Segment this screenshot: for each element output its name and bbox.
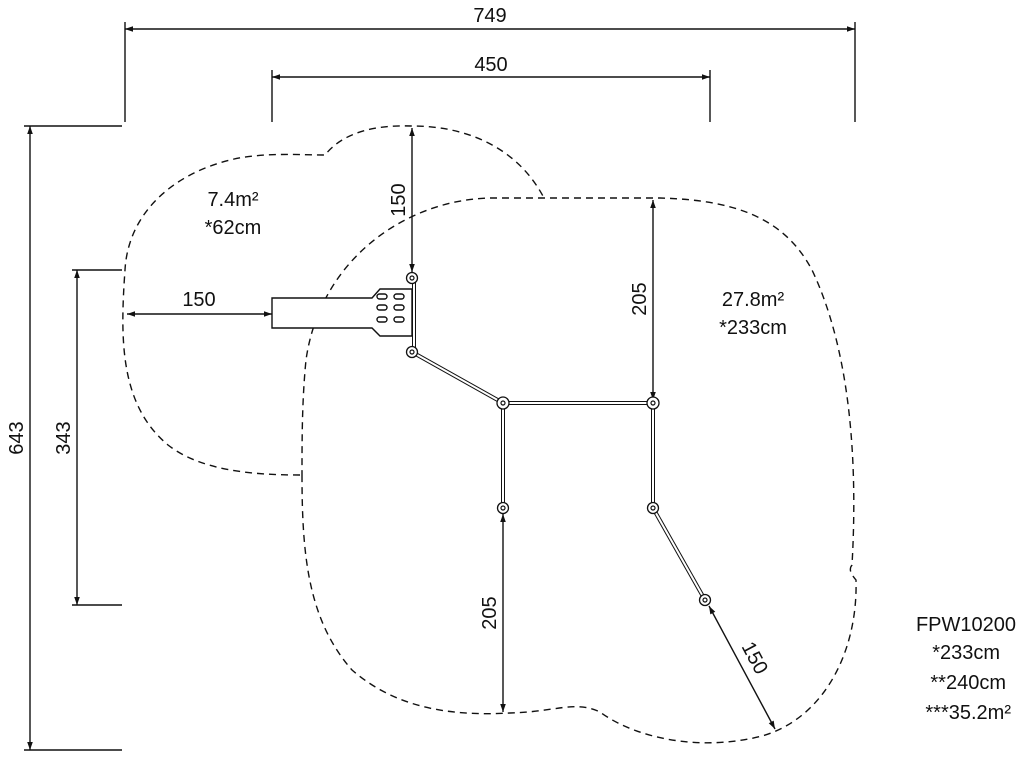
dimension-diagonal-depth: 150 (708, 605, 776, 730)
large-zone-height: *233cm (719, 317, 787, 339)
diagonal-depth-label: 150 (737, 638, 772, 678)
dimension-top-zone-depth: 150 (388, 128, 415, 272)
top-zone-depth-label: 150 (388, 183, 410, 216)
large-zone-area: 27.8m² (722, 289, 785, 311)
beam-segment (411, 350, 504, 405)
post (496, 501, 510, 515)
right-upper-depth-label: 205 (629, 282, 651, 315)
overall-width-label: 749 (473, 5, 506, 27)
overall-height-label: 643 (6, 421, 28, 454)
bottom-depth-label: 205 (479, 596, 501, 629)
equipment-posts (405, 271, 712, 607)
post (698, 593, 712, 607)
small-zone-area: 7.4m² (207, 189, 258, 211)
product-height-2: **240cm (930, 672, 1006, 694)
safety-zone-large (301, 197, 857, 744)
small-zone-label: 7.4m² *62cm (205, 189, 262, 239)
small-zone-height: *62cm (205, 217, 262, 239)
left-zone-depth-label: 150 (182, 289, 215, 311)
left-height-label: 343 (53, 421, 75, 454)
dimension-left-zone-depth: 150 (127, 289, 272, 317)
product-code: FPW10200 (916, 614, 1016, 636)
dimension-right-upper-depth: 205 (629, 200, 656, 400)
dimension-inner-width: 450 (271, 54, 711, 122)
dimension-overall-width: 749 (124, 5, 856, 122)
post (496, 396, 510, 410)
product-total-area: ***35.2m² (925, 702, 1011, 724)
entry-platform (271, 278, 416, 352)
post (405, 345, 419, 359)
product-height-1: *233cm (932, 642, 1000, 664)
post (405, 271, 419, 285)
dimension-bottom-depth: 205 (479, 514, 506, 712)
dimension-left-height: 343 (53, 269, 122, 606)
dimension-overall-height: 643 (6, 125, 122, 751)
beam-segment (651, 507, 707, 601)
post (646, 396, 660, 410)
large-zone-label: 27.8m² *233cm (719, 289, 787, 339)
post (646, 501, 660, 515)
safety-zone-small (122, 125, 546, 476)
equipment-beams (411, 350, 707, 601)
product-info: FPW10200 *233cm **240cm ***35.2m² (916, 614, 1016, 724)
inner-width-label: 450 (474, 54, 507, 76)
